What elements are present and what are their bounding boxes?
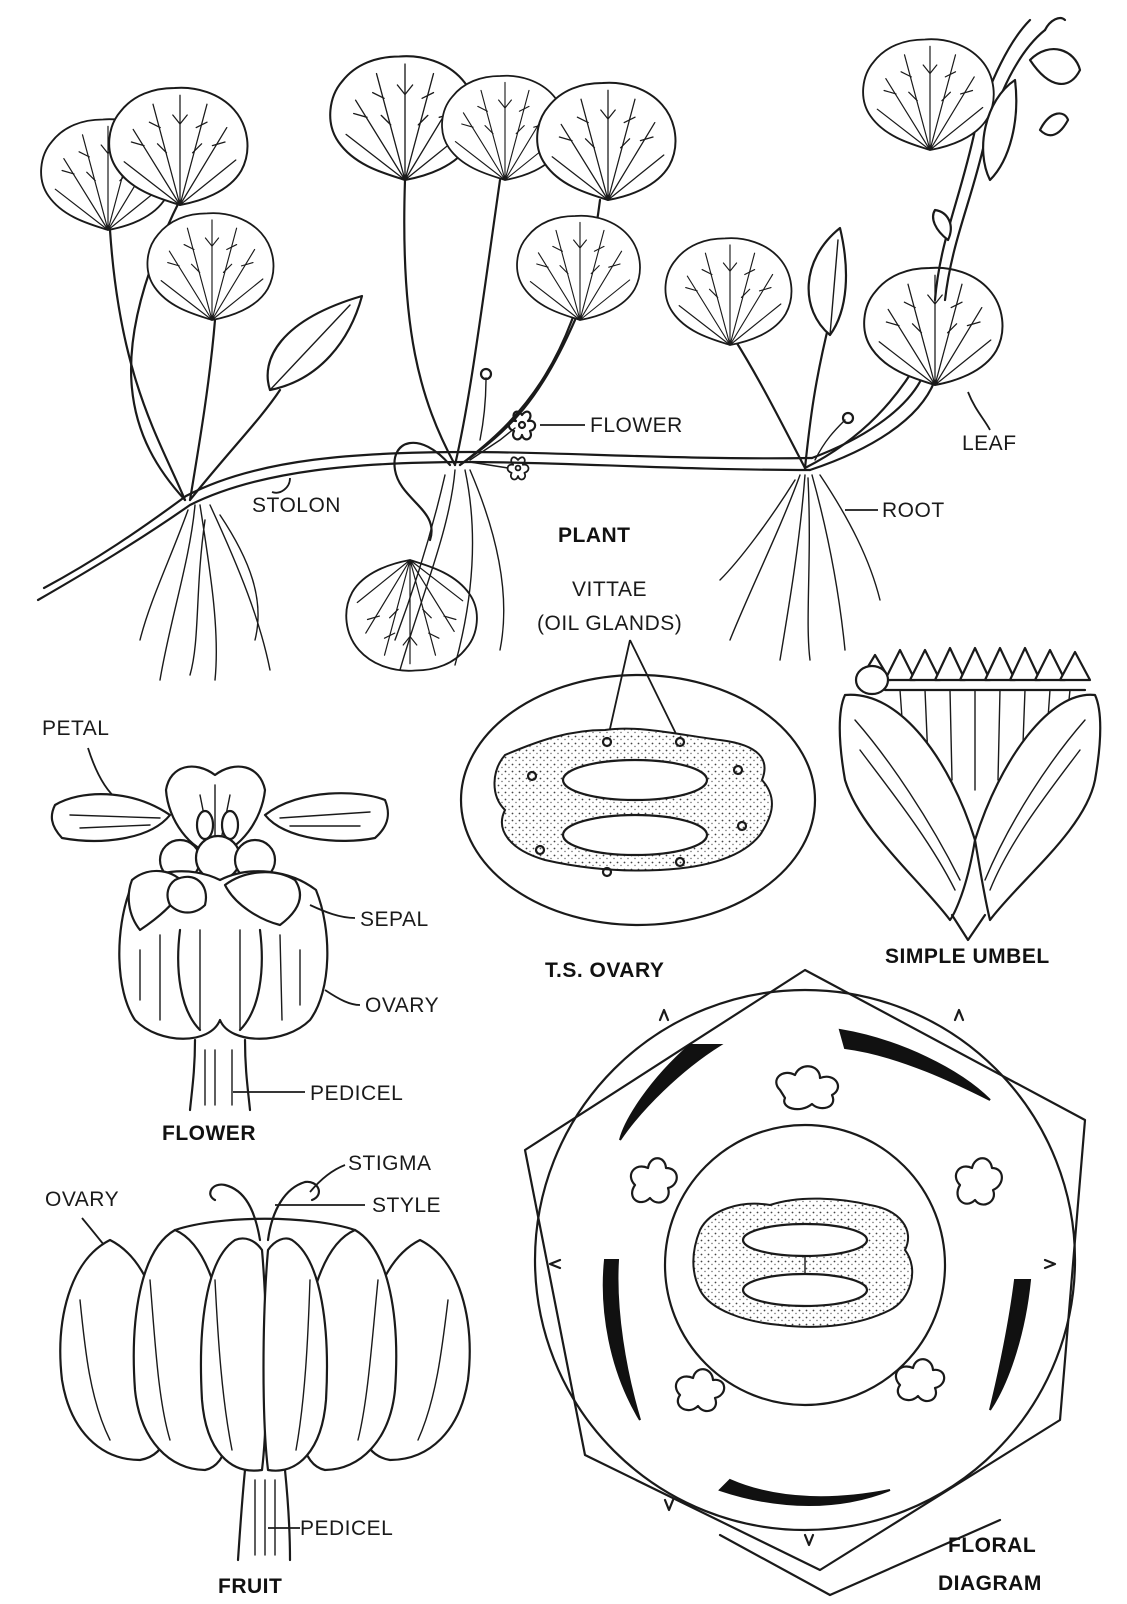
flower-label: FLOWER	[590, 414, 683, 437]
plant-flower-icon	[509, 412, 535, 440]
root-label: ROOT	[882, 499, 945, 522]
plant-title: PLANT	[558, 524, 631, 547]
fruit-drawing: STIGMA STYLE OVARY PEDICEL FRUIT	[45, 1152, 470, 1598]
simple-umbel-title: SIMPLE UMBEL	[885, 945, 1050, 968]
oil-glands-label: (OIL GLANDS)	[537, 612, 682, 635]
floral-diagram-title-1: FLORAL	[948, 1534, 1036, 1557]
fruit-title: FRUIT	[218, 1575, 282, 1598]
stolon-label: STOLON	[252, 494, 341, 517]
leaf-label: LEAF	[962, 432, 1017, 455]
vittae-label: VITTAE	[572, 578, 647, 601]
floral-diagram-drawing: FLORAL DIAGRAM	[525, 970, 1085, 1595]
style-label: STYLE	[372, 1194, 441, 1217]
sepal-label: SEPAL	[360, 908, 429, 931]
floral-diagram-title-2: DIAGRAM	[938, 1572, 1042, 1595]
petal-label: PETAL	[42, 717, 109, 740]
flower-detail-title: FLOWER	[162, 1122, 256, 1145]
fruit-pedicel-label: PEDICEL	[300, 1517, 393, 1540]
ts-ovary-title: T.S. OVARY	[545, 959, 664, 982]
flower-detail-drawing: PETAL SEPAL OVARY PEDICEL FLOWER	[42, 717, 439, 1145]
ts-ovary-drawing: VITTAE (OIL GLANDS) T.S. OVARY	[461, 578, 815, 982]
flower-ovary-label: OVARY	[365, 994, 439, 1017]
simple-umbel-drawing: SIMPLE UMBEL	[840, 648, 1101, 968]
stigma-label: STIGMA	[348, 1152, 432, 1175]
plant-drawing: FLOWER LEAF STOLON ROOT PLANT	[38, 18, 1080, 680]
fruit-ovary-label: OVARY	[45, 1188, 119, 1211]
flower-pedicel-label: PEDICEL	[310, 1082, 403, 1105]
